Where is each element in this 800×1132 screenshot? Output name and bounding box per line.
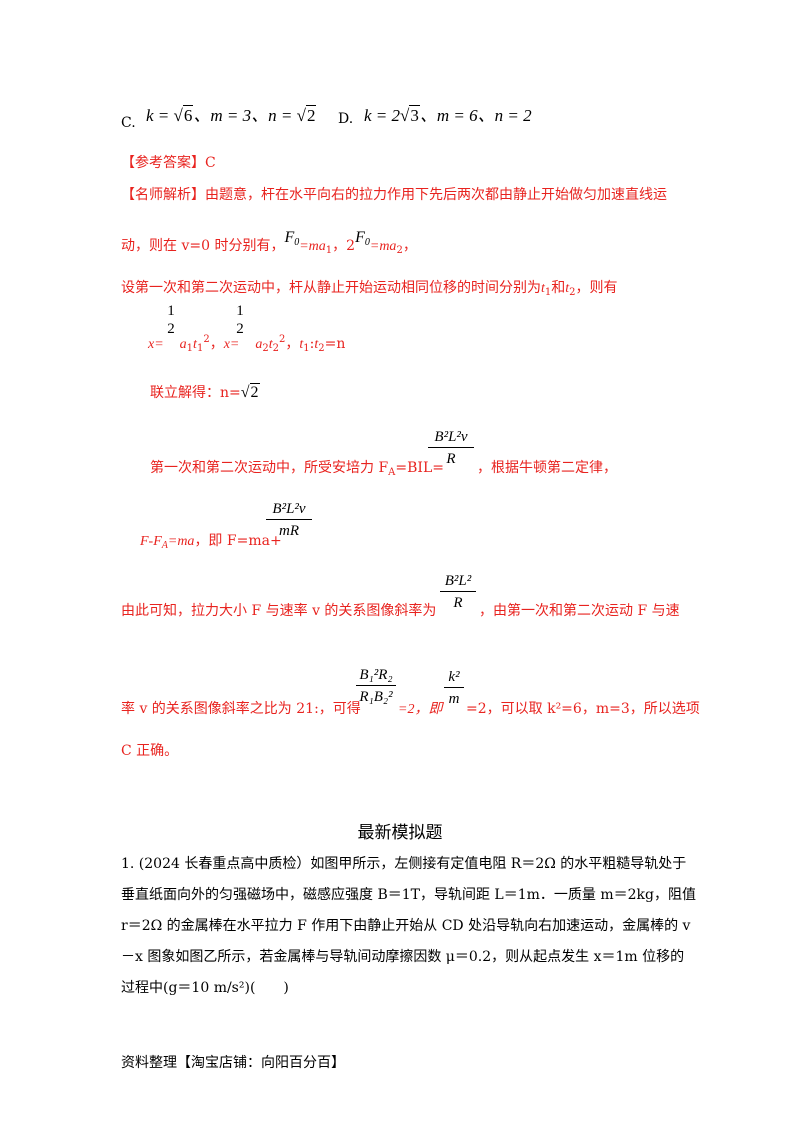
- fraction-newton: B²L²v mR: [266, 500, 312, 540]
- analysis-line-1: 【名师解析】由题意，杆在水平向右的拉力作用下先后两次都由静止开始做匀加速直线运: [121, 187, 667, 203]
- ampere-force-line: 第一次和第二次运动中，所受安培力 FA=BIL=: [150, 460, 444, 478]
- fraction-slope-ratio: B₁²R₂ R₁B₂²: [356, 666, 396, 706]
- slope-after: ，由第一次和第二次运动 F 与速: [479, 603, 680, 619]
- analysis-line-3: 设第一次和第二次运动中，杆从静止开始运动相同位移的时间分别为t1和t2，则有: [121, 280, 618, 298]
- fraction-ampere-force: B²L²v R: [428, 428, 474, 468]
- fraction-one-half: 1 2: [236, 303, 244, 337]
- question-line-4: －x 图象如图乙所示，若金属棒与导轨间动摩擦因数 μ＝0.2，则从起点发生 x＝…: [121, 949, 685, 965]
- option-c-letter: C.: [121, 115, 136, 131]
- question-line-5: 过程中(g＝10 m/s²)( ): [121, 980, 289, 996]
- question-line-1: 1. (2024 长春重点高中质检）如图甲所示，左侧接有定值电阻 R＝2Ω 的水…: [121, 856, 687, 872]
- fraction-slope: B²L² R: [440, 572, 476, 612]
- newton-line: F-FA=ma，即 F=ma+: [140, 533, 282, 551]
- sqrt-symbol: √2: [296, 105, 317, 125]
- question-line-3: r＝2Ω 的金属棒在水平拉力 F 作用下由静止开始从 CD 处沿导轨向右加速运动…: [121, 918, 691, 934]
- kinematics-equations: x=a1t12，x=a2t22，t1:t2=n: [148, 334, 346, 354]
- solve-result: 联立解得：n=√2: [150, 383, 260, 401]
- reference-answer: 【参考答案】C: [121, 155, 216, 171]
- analysis-line-2: 动，则在 v=0 时分别有，F0=ma1，2F0=ma2，: [121, 229, 417, 256]
- page-footer: 资料整理【淘宝店铺：向阳百分百】: [121, 1055, 345, 1071]
- section-title: 最新模拟题: [357, 823, 443, 843]
- slope-line: 由此可知，拉力大小 F 与速率 v 的关系图像斜率为: [121, 603, 437, 619]
- option-c-formula: k = √6、m = 3、n = √2: [146, 105, 317, 125]
- final-answer: C 正确。: [121, 743, 179, 759]
- ratio-conclusion: =2，可以取 k²=6，m=3，所以选项: [466, 701, 700, 717]
- sqrt-symbol: √3: [400, 105, 420, 125]
- option-d-letter: D.: [338, 111, 354, 127]
- fraction-k-over-m: k² m: [444, 668, 464, 708]
- ratio-line: 率 v 的关系图像斜率之比为 21:，可得: [121, 701, 361, 717]
- sqrt-symbol: √6: [173, 105, 194, 125]
- ratio-equals: =2，即: [398, 702, 443, 717]
- ampere-force-after: ，根据牛顿第二定律，: [477, 460, 617, 476]
- fraction-one-half: 1 2: [167, 303, 175, 337]
- option-d-formula: k = 2√3、m = 6、n = 2: [364, 105, 532, 125]
- question-line-2: 垂直纸面向外的匀强磁场中，磁感应强度 B＝1T，导轨间距 L＝1m．一质量 m＝…: [121, 887, 696, 903]
- sqrt-symbol: √2: [240, 383, 260, 401]
